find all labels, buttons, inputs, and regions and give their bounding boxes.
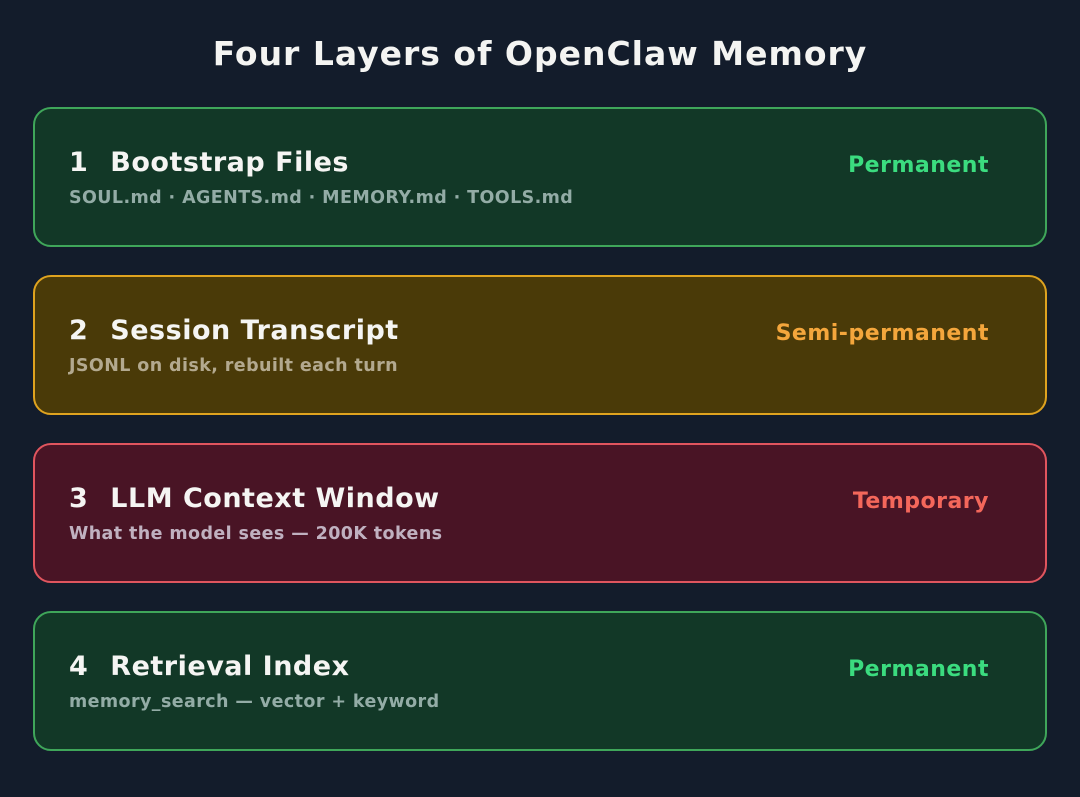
layer-detail: SOUL.md · AGENTS.md · MEMORY.md · TOOLS.… (69, 187, 574, 208)
layer-card-llm-context-window: 3 LLM Context Window What the model sees… (33, 443, 1047, 583)
layer-number: 4 (69, 650, 89, 682)
layer-title-row: 1 Bootstrap Files (69, 147, 573, 178)
layer-card-session-transcript: 2 Session Transcript JSONL on disk, rebu… (33, 275, 1047, 415)
persistence-badge: Permanent (848, 152, 989, 178)
page-title: Four Layers of OpenClaw Memory (212, 34, 868, 73)
layer-card-text-block: 2 Session Transcript JSONL on disk, rebu… (69, 315, 399, 376)
layer-detail: JSONL on disk, rebuilt each turn (69, 355, 399, 376)
layer-title-row: 2 Session Transcript (69, 315, 399, 346)
layer-card-retrieval-index: 4 Retrieval Index memory_search — vector… (33, 611, 1047, 751)
layer-name: Retrieval Index (110, 650, 350, 682)
layer-title-row: 4 Retrieval Index (69, 651, 440, 682)
persistence-badge: Semi-permanent (775, 320, 989, 346)
persistence-badge: Temporary (852, 488, 989, 514)
layer-detail: memory_search — vector + keyword (69, 691, 440, 712)
layer-number: 1 (69, 146, 89, 178)
layer-card-text-block: 3 LLM Context Window What the model sees… (69, 483, 443, 544)
layer-name: Session Transcript (110, 314, 399, 346)
layer-detail: What the model sees — 200K tokens (69, 523, 443, 544)
layer-name: Bootstrap Files (110, 146, 349, 178)
layer-title-row: 3 LLM Context Window (69, 483, 443, 514)
persistence-badge: Permanent (848, 656, 989, 682)
layer-number: 2 (69, 314, 89, 346)
layer-number: 3 (69, 482, 89, 514)
layer-card-bootstrap-files: 1 Bootstrap Files SOUL.md · AGENTS.md · … (33, 107, 1047, 247)
layer-name: LLM Context Window (110, 482, 440, 514)
layer-card-text-block: 1 Bootstrap Files SOUL.md · AGENTS.md · … (69, 147, 573, 208)
layer-card-text-block: 4 Retrieval Index memory_search — vector… (69, 651, 440, 712)
